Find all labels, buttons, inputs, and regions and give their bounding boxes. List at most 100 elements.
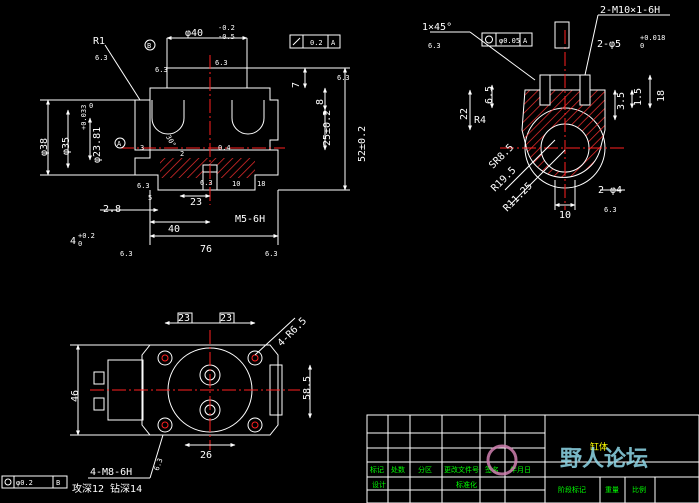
base-plate xyxy=(134,149,279,191)
datum-a-marker xyxy=(114,137,126,149)
pos-tol-ref: A xyxy=(523,37,528,45)
d23-tol-up: +0.033 xyxy=(80,105,88,130)
datum-b-marker xyxy=(144,39,156,51)
dim-76: 76 xyxy=(200,244,212,255)
dim-3: 3 xyxy=(140,144,144,152)
dim-4-tol-dn: 0 xyxy=(78,240,82,248)
dim-18: 18 xyxy=(656,90,667,102)
dim-23: 23 xyxy=(190,197,202,208)
hole-tl xyxy=(157,350,173,366)
r4-label: R4 xyxy=(474,115,486,126)
d5-tol-dn: 0 xyxy=(640,42,644,50)
watermark: 野人论坛 xyxy=(486,444,648,476)
rough-bottom: 6.3 xyxy=(120,250,133,258)
dim-52: 52±0.2 xyxy=(357,126,368,162)
phi4-label: 2-φ4 xyxy=(598,185,622,196)
side-view-text: 1×45° 6.3 2-M10×1-6H φ0.05 A 2-φ5 +0.018… xyxy=(422,5,667,221)
stage-label: 阶段标记 xyxy=(558,485,586,494)
dim-40: 40 xyxy=(168,224,180,235)
d40-tol-up: -0.2 xyxy=(218,24,235,32)
d23-tol-dn: 0 xyxy=(89,102,93,110)
row-label-4: 更改文件号 xyxy=(444,465,479,474)
top-view xyxy=(1,312,312,489)
dim-8: 8 xyxy=(315,99,326,105)
rough-mid: 6.3 xyxy=(200,179,213,187)
front-view xyxy=(40,34,350,245)
m8-label: 4-M8-6H xyxy=(90,467,132,478)
dim-5: 5 xyxy=(148,194,152,202)
pos-tol-value: φ0.05 xyxy=(499,37,520,45)
u-cutout-left xyxy=(151,100,185,135)
scale-label: 比例 xyxy=(632,485,646,494)
front-view-text: R1 6.3 B φ40 -0.2 -0.5 0.2 A 6.3 6.3 6.3… xyxy=(39,24,368,258)
thread-label: 2-M10×1-6H xyxy=(600,5,660,16)
port-right xyxy=(579,74,591,106)
flatness-frame xyxy=(289,34,341,49)
position-frame xyxy=(481,32,533,47)
standard-label: 标准化 xyxy=(456,480,477,489)
d40-tol-dn: -0.5 xyxy=(218,33,235,41)
rough-bottom-right: 6.3 xyxy=(265,250,278,258)
hole-bl xyxy=(157,417,173,433)
rough-top: 6.3 xyxy=(215,59,228,67)
dim-25: 25±0.2 xyxy=(322,110,333,146)
flange-outline xyxy=(141,344,279,436)
r1125-label: R11.25 xyxy=(502,181,535,214)
dim-30: 30° xyxy=(164,134,177,149)
hole-br xyxy=(247,417,263,433)
pos-tol-b-ref: B xyxy=(56,479,60,487)
d5-tol-up: +0.018 xyxy=(640,34,665,42)
d38-label: φ38 xyxy=(39,138,50,156)
dim-585: 58.5 xyxy=(302,376,313,400)
watermark-logo xyxy=(486,444,518,476)
m5-label: M5-6H xyxy=(235,214,265,225)
side-view xyxy=(430,14,670,210)
dim-46: 46 xyxy=(70,390,81,402)
weight-label: 重量 xyxy=(605,486,619,494)
port-left xyxy=(539,74,551,106)
dim-26: 26 xyxy=(200,450,212,461)
hole-tr xyxy=(247,350,263,366)
flatness-value: 0.2 xyxy=(310,39,323,47)
pos-tol-b-value: φ0.2 xyxy=(16,479,33,487)
datum-a-letter: A xyxy=(117,140,122,148)
d35-label: φ35 xyxy=(61,137,72,155)
dim-04: 0.4 xyxy=(218,144,231,152)
r1-rough: 6.3 xyxy=(95,54,108,62)
part-name: 缸体 xyxy=(590,441,608,453)
flatness-ref: A xyxy=(331,39,336,47)
r1-label: R1 xyxy=(93,36,105,47)
row-label-1: 标记 xyxy=(370,465,384,474)
dim-10: 10 xyxy=(232,180,240,188)
dim-65: 6.5 xyxy=(484,86,495,104)
u-cutout-right xyxy=(231,100,265,135)
dim-4-tol: +0.2 xyxy=(78,232,95,240)
dim-10: 10 xyxy=(559,210,571,221)
position-frame-b xyxy=(1,475,68,489)
dim-23b: 23 xyxy=(220,313,232,324)
rough-mid2: 6.3 xyxy=(137,182,150,190)
dim-35: 3.5 xyxy=(616,92,627,110)
dim-18: 18 xyxy=(257,180,265,188)
datum-b-letter: B xyxy=(147,42,151,50)
d5-label: 2-φ5 xyxy=(597,39,621,50)
dim-22: 22 xyxy=(459,108,470,120)
top-rough: 6.3 xyxy=(153,457,165,472)
dim-15: 1.5 xyxy=(633,88,644,106)
dim-28: 2.8 xyxy=(103,204,121,215)
top-view-text: 23 23 4-R6.5 46 58.5 26 4-M8-6H 攻深12 钻深1… xyxy=(16,313,313,495)
chamfer-rough: 6.3 xyxy=(428,42,441,50)
title-block xyxy=(366,414,699,503)
d23-label: φ23.81 xyxy=(92,127,103,163)
top-boss xyxy=(166,67,248,89)
d40-label: φ40 xyxy=(185,28,203,39)
dim-4: 4 xyxy=(70,236,76,247)
dim-2: 2 xyxy=(180,150,184,158)
rough-left: 6.3 xyxy=(155,66,168,74)
dim-23a: 23 xyxy=(178,313,190,324)
phi4-rough: 6.3 xyxy=(604,206,617,214)
rough-right: 6.3 xyxy=(337,74,350,82)
row-label-6: 年月日 xyxy=(510,465,531,474)
design-label: 设计 xyxy=(372,480,386,489)
